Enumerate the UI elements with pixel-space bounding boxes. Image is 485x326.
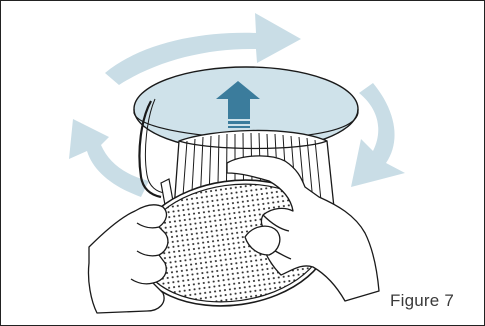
figure-caption: Figure 7 xyxy=(390,291,454,311)
left-hand xyxy=(88,205,167,313)
rotation-arrow-left xyxy=(69,119,149,197)
rotation-arrow-right xyxy=(351,83,405,187)
